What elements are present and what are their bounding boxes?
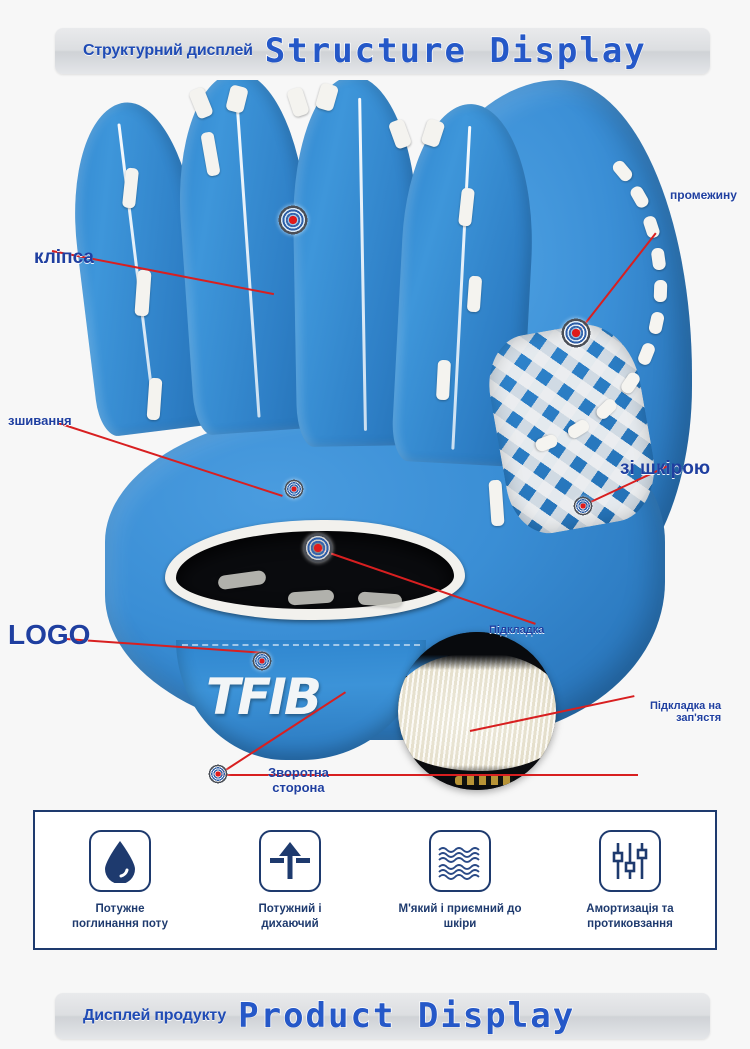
feature-shock-absorption: Амортизація та протиковзання bbox=[545, 830, 715, 931]
baseball-glove-image: TFIB bbox=[0, 80, 750, 800]
feature-soft-on-skin: М'який і приємний до шкіри bbox=[375, 830, 545, 931]
structure-display-banner: Структурний дисплей Structure Display bbox=[55, 28, 710, 74]
annotation-lining: Підкладка bbox=[489, 624, 545, 636]
annotation-stitching: зшивання bbox=[8, 413, 72, 428]
feature-breathable: Потужний і дихаючий bbox=[205, 830, 375, 931]
inset-gold-trim bbox=[454, 776, 513, 785]
finger-lace bbox=[435, 359, 452, 401]
glove-logo-strap: TFIB bbox=[176, 640, 426, 760]
annotation-leather: зі шкірою bbox=[620, 458, 711, 479]
marker-lining[interactable] bbox=[301, 531, 335, 565]
banner-en-label: Structure Display bbox=[264, 30, 647, 72]
marker-logo[interactable] bbox=[251, 650, 273, 672]
glove-wrist-opening bbox=[165, 520, 465, 620]
banner-en-label: Product Display bbox=[237, 995, 576, 1037]
marker-stitching[interactable] bbox=[283, 478, 305, 500]
finger-seam bbox=[234, 93, 261, 418]
banner-ua-label: Дисплей продукту bbox=[83, 1007, 227, 1024]
lining-detail-inset bbox=[398, 632, 556, 790]
banner-ua-label: Структурний дисплей bbox=[83, 42, 253, 59]
finger-seam bbox=[358, 98, 367, 432]
fur-lining-texture bbox=[398, 654, 556, 772]
feature-label: Потужне поглинання поту bbox=[72, 903, 168, 930]
inset-top-shadow bbox=[398, 632, 556, 670]
brand-logo: TFIB bbox=[206, 668, 322, 726]
feature-sweat-absorption: Потужне поглинання поту bbox=[35, 830, 205, 931]
marker-crotch[interactable] bbox=[559, 316, 593, 350]
breathable-arrow-icon bbox=[259, 830, 321, 892]
product-display-banner: Дисплей продукту Product Display bbox=[55, 993, 710, 1039]
leader-line-back-side-base bbox=[218, 774, 638, 776]
soft-waves-icon bbox=[429, 830, 491, 892]
marker-clip[interactable] bbox=[276, 203, 310, 237]
annotation-wrist-lining: Підкладка на зап'ястя bbox=[650, 700, 722, 725]
inner-pad bbox=[357, 591, 403, 608]
annotation-back-side: Зворотна сторона bbox=[268, 765, 329, 795]
marker-back-side[interactable] bbox=[207, 763, 229, 785]
sliders-icon bbox=[599, 830, 661, 892]
water-drop-icon bbox=[89, 830, 151, 892]
finger-lace bbox=[286, 86, 310, 118]
product-photo-stage: TFIB кліпса промежину зшивання зі шкірою… bbox=[0, 80, 750, 800]
rim-lace bbox=[653, 279, 668, 303]
annotation-logo: LOGO bbox=[8, 619, 91, 650]
annotation-clip: кліпса bbox=[34, 247, 94, 268]
inner-pad bbox=[287, 589, 335, 606]
annotation-crotch: промежину bbox=[670, 188, 737, 202]
inner-pad bbox=[217, 569, 267, 591]
marker-leather[interactable] bbox=[572, 495, 594, 517]
feature-label: Амортизація та протиковзання bbox=[586, 903, 674, 930]
feature-label: Потужний і дихаючий bbox=[258, 903, 322, 930]
feature-label: М'який і приємний до шкіри bbox=[398, 903, 522, 930]
strap-stitching bbox=[182, 644, 420, 646]
feature-highlights-panel: Потужне поглинання поту Потужний і дихаю… bbox=[33, 810, 717, 950]
finger-lace bbox=[466, 275, 483, 313]
